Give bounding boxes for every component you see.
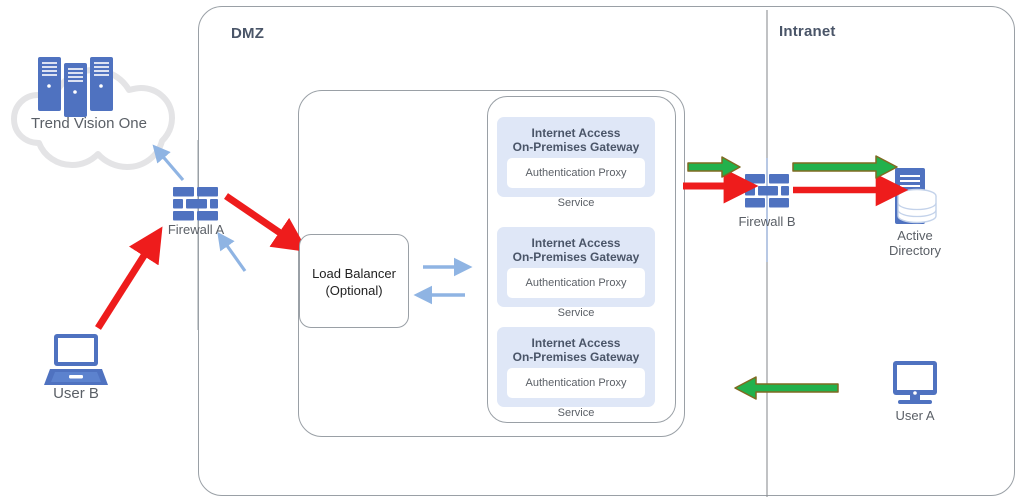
flow-dmz-to-firewall-a — [217, 231, 247, 272]
active-directory-label-line1: Active — [897, 228, 933, 243]
active-directory-label: Active Directory — [865, 228, 965, 258]
laptop-icon — [44, 334, 108, 385]
auth-proxy-service-1[interactable]: Authentication Proxy Service — [507, 158, 645, 209]
cloud-label: Trend Vision One — [31, 115, 147, 132]
server-database-icon — [895, 168, 937, 224]
gateway-card-1[interactable]: Internet Access On-Premises Gateway Auth… — [497, 117, 655, 209]
auth-proxy-service-2[interactable]: Authentication Proxy Service — [507, 268, 645, 319]
gateway-title-1-line1: Internet Access — [531, 126, 621, 140]
auth-proxy-service-1-label: Authentication Proxy Service — [525, 167, 627, 209]
flow-user-a-to-dmz-green — [734, 376, 839, 400]
load-balancer-label-line2: (Optional) — [325, 283, 383, 298]
gateway-title-3-line1: Internet Access — [531, 336, 621, 350]
flow-gateway-to-firewall-b-green — [687, 156, 741, 178]
flow-firewall-a-to-cloud — [152, 144, 185, 182]
gateway-card-2[interactable]: Internet Access On-Premises Gateway Auth… — [497, 227, 655, 319]
cloud-servers-icon — [38, 57, 113, 117]
auth-proxy-service-2-label: Authentication Proxy Service — [525, 277, 627, 319]
flow-firewall-b-to-active-directory-green — [792, 155, 898, 179]
gateway-card-3[interactable]: Internet Access On-Premises Gateway Auth… — [497, 327, 655, 419]
desktop-monitor-icon — [893, 361, 937, 404]
load-balancer-box[interactable]: Load Balancer (Optional) — [299, 234, 409, 328]
gateway-title-2: Internet Access On-Premises Gateway — [497, 227, 655, 264]
firewall-b-label: Firewall B — [738, 214, 796, 229]
intranet-zone-label: Intranet — [779, 23, 836, 40]
firewall-a-label: Firewall A — [167, 222, 225, 237]
user-b-label: User B — [53, 385, 99, 402]
user-a-label: User A — [895, 408, 935, 423]
active-directory-label-line2: Directory — [888, 243, 941, 258]
flow-firewall-a-to-load-balancer — [224, 193, 309, 253]
gateway-title-1-line2: On-Premises Gateway — [512, 140, 640, 154]
gateway-title-2-line1: Internet Access — [531, 236, 621, 250]
load-balancer-label-line1: Load Balancer — [312, 266, 396, 281]
gateway-stack-pane — [487, 96, 676, 423]
auth-proxy-service-3-label: Authentication Proxy Service — [525, 377, 627, 419]
flow-user-b-to-firewall-a — [95, 226, 163, 330]
gateway-title-3: Internet Access On-Premises Gateway — [497, 327, 655, 364]
gateway-title-2-line2: On-Premises Gateway — [512, 250, 640, 264]
auth-proxy-service-3[interactable]: Authentication Proxy Service — [507, 368, 645, 419]
firewall-a-icon — [173, 187, 218, 221]
dmz-zone-label: DMZ — [231, 25, 265, 42]
gateway-title-1: Internet Access On-Premises Gateway — [497, 117, 655, 154]
gateway-title-3-line2: On-Premises Gateway — [512, 350, 640, 364]
gateway-group-pane — [298, 90, 685, 437]
